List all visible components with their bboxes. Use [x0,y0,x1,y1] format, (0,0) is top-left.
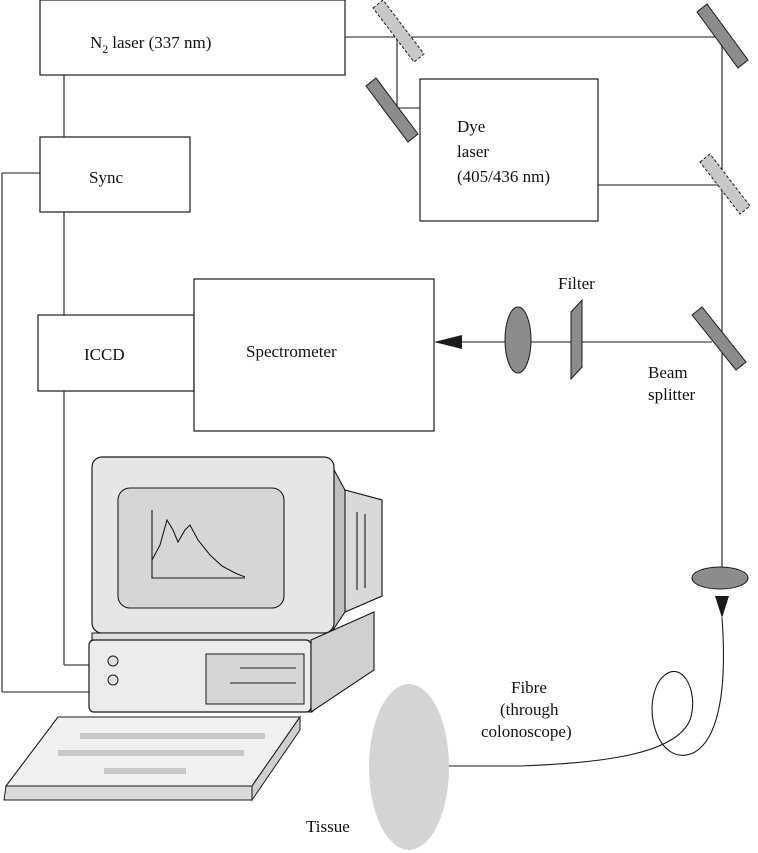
filter-label: Filter [558,274,595,293]
fibre-label-line1: Fibre [511,678,547,697]
computer [3,456,383,802]
arrow-to-fibre [715,596,729,618]
disk-drive [205,653,305,705]
optical-fibre [418,617,725,767]
fibre-label-line3: colonoscope) [481,722,572,741]
screen-plot-axes [151,510,245,579]
keyboard-row-2 [58,750,244,756]
fibre-label-line2: (through [500,700,559,719]
screen-spectrum-curve [151,518,246,578]
top-right-mirror [696,3,749,69]
reset-button [107,674,119,686]
tissue-label: Tissue [306,817,350,836]
beam-splitter-label-line2: splitter [648,385,696,404]
beam-splitter-label-line1: Beam [648,363,688,382]
n2-laser-box [39,0,346,76]
beam-splitter [691,306,747,371]
spectrometer-box [193,278,435,432]
dye-input-mirror [365,77,419,143]
focusing-lens [691,566,749,590]
keyboard-row-3 [104,768,186,774]
tissue-sample [369,684,449,850]
sync-box [39,136,191,213]
dye-laser-label-line2: laser [457,142,489,161]
spectrometer-label: Spectrometer [246,342,337,361]
dye-laser-label-line3: (405/436 nm) [457,167,550,186]
monitor-screen [117,487,285,609]
dashed-mirror-top [372,0,425,63]
iccd-box [37,314,195,392]
collection-lens [504,306,532,374]
arrow-to-spectrometer [434,335,462,349]
sync-label: Sync [89,168,123,187]
iccd-label: ICCD [84,345,125,364]
dashed-mirror-right [699,153,751,215]
dye-laser-label-line1: Dye [457,117,485,136]
power-button [107,655,119,667]
dye-laser-box [419,78,599,222]
keyboard-row-1 [80,733,265,739]
optical-filter [570,298,583,381]
